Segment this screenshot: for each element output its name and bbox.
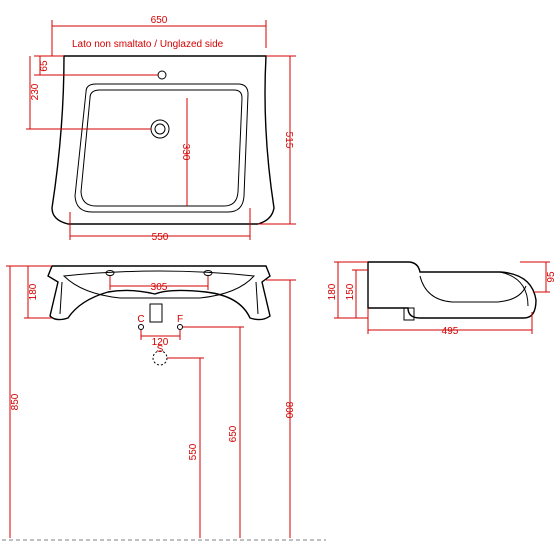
front-view: 305 180 C F S 120 850 800 650 55 xyxy=(2,265,326,541)
dim-550-front-label: 550 xyxy=(188,443,199,460)
dim-650-front-label: 650 xyxy=(228,425,239,442)
dim-330-label: 330 xyxy=(180,144,191,161)
dim-800-label: 800 xyxy=(283,402,294,419)
dim-180-front-label: 180 xyxy=(28,283,39,300)
hot-pipe-label: F xyxy=(177,314,183,325)
dim-180-side-label: 180 xyxy=(327,283,338,300)
side-view: 180 150 95 495 xyxy=(327,261,557,337)
dim-305-label: 305 xyxy=(151,282,168,293)
front-view-basin-outline xyxy=(47,265,271,321)
dim-650-label: 650 xyxy=(151,15,168,26)
top-view-bowl-outline xyxy=(74,83,249,213)
side-view-bowl-profile xyxy=(419,275,527,303)
side-view-rim-profile xyxy=(499,271,529,307)
side-view-basin-outline xyxy=(367,261,537,319)
drain-hole-inner xyxy=(154,123,166,135)
side-view-drain-outlet xyxy=(403,307,415,321)
drain-outlet xyxy=(149,303,163,323)
unglazed-side-note: Lato non smaltato / Unglazed side xyxy=(72,39,224,50)
front-view-right-pillar xyxy=(255,281,259,315)
front-view-left-pillar xyxy=(59,281,63,315)
dim-230-label: 230 xyxy=(30,83,41,100)
dim-550-top-label: 550 xyxy=(152,232,169,243)
top-view-bowl-inner-outline xyxy=(80,89,243,207)
cold-water-pipe xyxy=(138,324,144,330)
top-view: 650 Lato non smaltato / Unglazed side 65… xyxy=(26,15,296,243)
dim-495-side-label: 495 xyxy=(442,326,459,337)
drain-pipe-label: S xyxy=(157,344,164,355)
cold-pipe-label: C xyxy=(137,314,144,325)
dim-850-label: 850 xyxy=(10,393,21,410)
tap-hole-right xyxy=(203,270,213,276)
dim-65-label: 65 xyxy=(39,60,50,72)
dim-515-label: 515 xyxy=(283,132,294,149)
hot-water-pipe xyxy=(177,324,183,330)
tap-hole-left xyxy=(105,270,115,276)
front-view-bowl-lip xyxy=(62,270,256,299)
dim-95-side-label: 95 xyxy=(546,271,557,283)
dim-150-side-label: 150 xyxy=(345,283,356,300)
dim-120-label: 120 xyxy=(152,337,169,348)
